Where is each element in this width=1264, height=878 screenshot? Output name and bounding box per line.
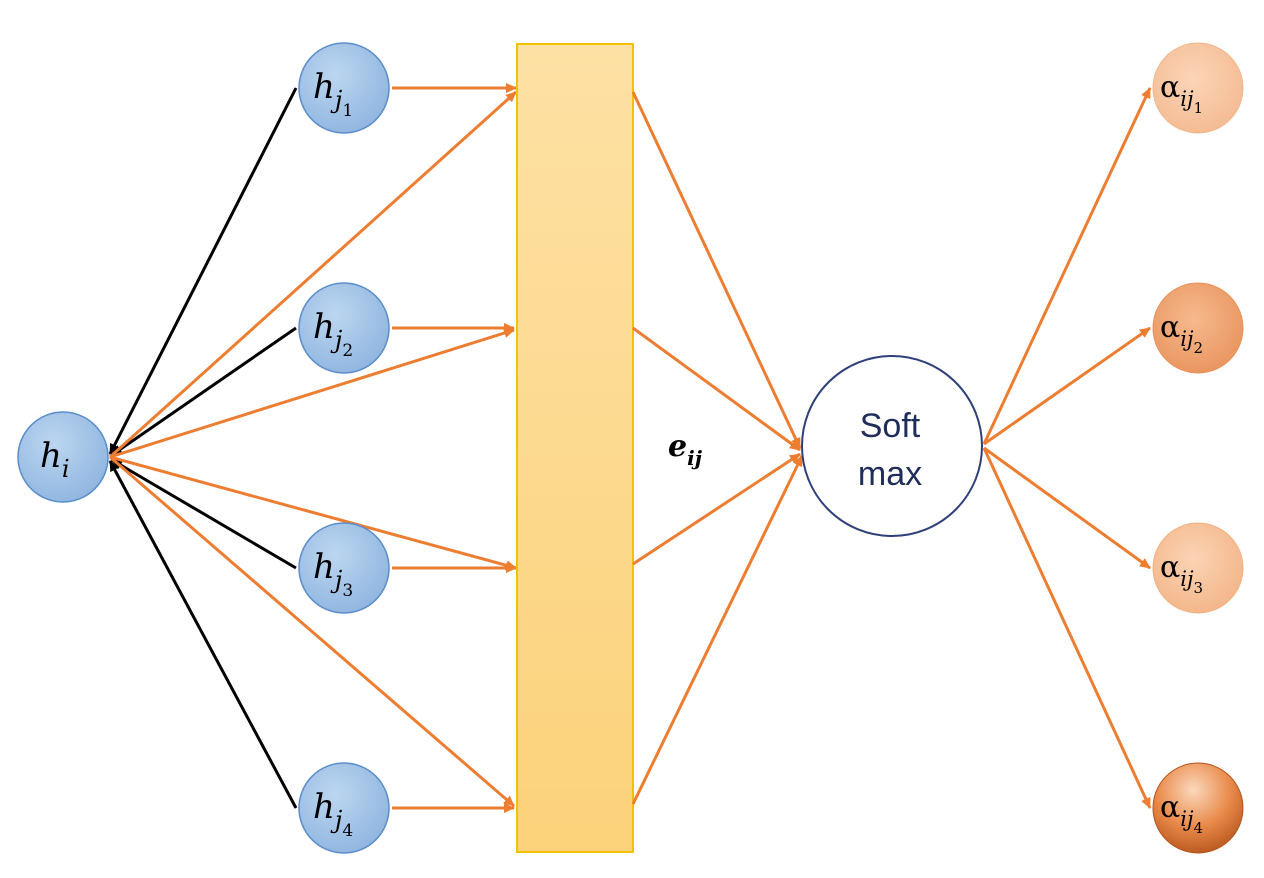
orange-hj-to-bar-arrows xyxy=(392,83,517,813)
node-h-j2: hj2 xyxy=(298,282,390,374)
svg-text:αij4: αij4 xyxy=(1160,790,1203,837)
arrow-softmax-alpha4 xyxy=(982,447,1152,809)
black-line-hj4-hi xyxy=(108,460,298,809)
node-h-j3: hj3 xyxy=(298,522,390,614)
arrow-hi-bar-2 xyxy=(109,328,515,459)
arrow-hi-bar-1 xyxy=(108,90,518,459)
softmax-label-line1: Soft xyxy=(860,407,921,445)
orange-softmax-to-alpha-arrows xyxy=(982,87,1152,809)
arrow-softmax-alpha2 xyxy=(983,326,1151,446)
arrow-softmax-alpha3 xyxy=(983,446,1151,570)
node-alpha-2: αij2 xyxy=(1152,282,1244,374)
arrow-hi-bar-4 xyxy=(109,455,515,808)
node-alpha-1: αij1 xyxy=(1152,42,1244,134)
black-connector-lines xyxy=(108,87,298,809)
node-alpha-3: αij3 xyxy=(1152,522,1244,614)
svg-text:hi: hi xyxy=(40,436,70,483)
black-line-hj1-hi xyxy=(108,87,298,455)
arrow-softmax-alpha1 xyxy=(982,87,1152,445)
softmax-label-line2: max xyxy=(858,455,922,493)
arrow-bar-softmax-1 xyxy=(631,91,802,449)
svg-text:αij2: αij2 xyxy=(1160,310,1203,357)
svg-text:αij3: αij3 xyxy=(1160,550,1203,597)
orange-bar-to-softmax-arrows xyxy=(631,91,804,805)
orange-hi-to-bar-arrows xyxy=(108,90,518,808)
node-h-j1: hj1 xyxy=(298,42,390,134)
score-bar xyxy=(516,43,634,853)
arrow-bar-softmax-3 xyxy=(632,452,801,566)
svg-text:αij1: αij1 xyxy=(1160,70,1203,117)
black-line-hj3-hi xyxy=(111,458,297,570)
node-alpha-4: αij4 xyxy=(1152,762,1244,854)
arrow-hi-bar-3 xyxy=(109,455,517,571)
arrow-bar-softmax-4 xyxy=(631,455,804,805)
node-h-j4: hj4 xyxy=(298,762,390,854)
arrow-bar-softmax-2 xyxy=(632,326,801,452)
node-h-i: hi xyxy=(17,411,109,503)
black-line-hj2-hi xyxy=(111,326,297,457)
softmax-node: Soft max xyxy=(801,355,983,537)
e-ij-label: eij xyxy=(668,429,703,470)
